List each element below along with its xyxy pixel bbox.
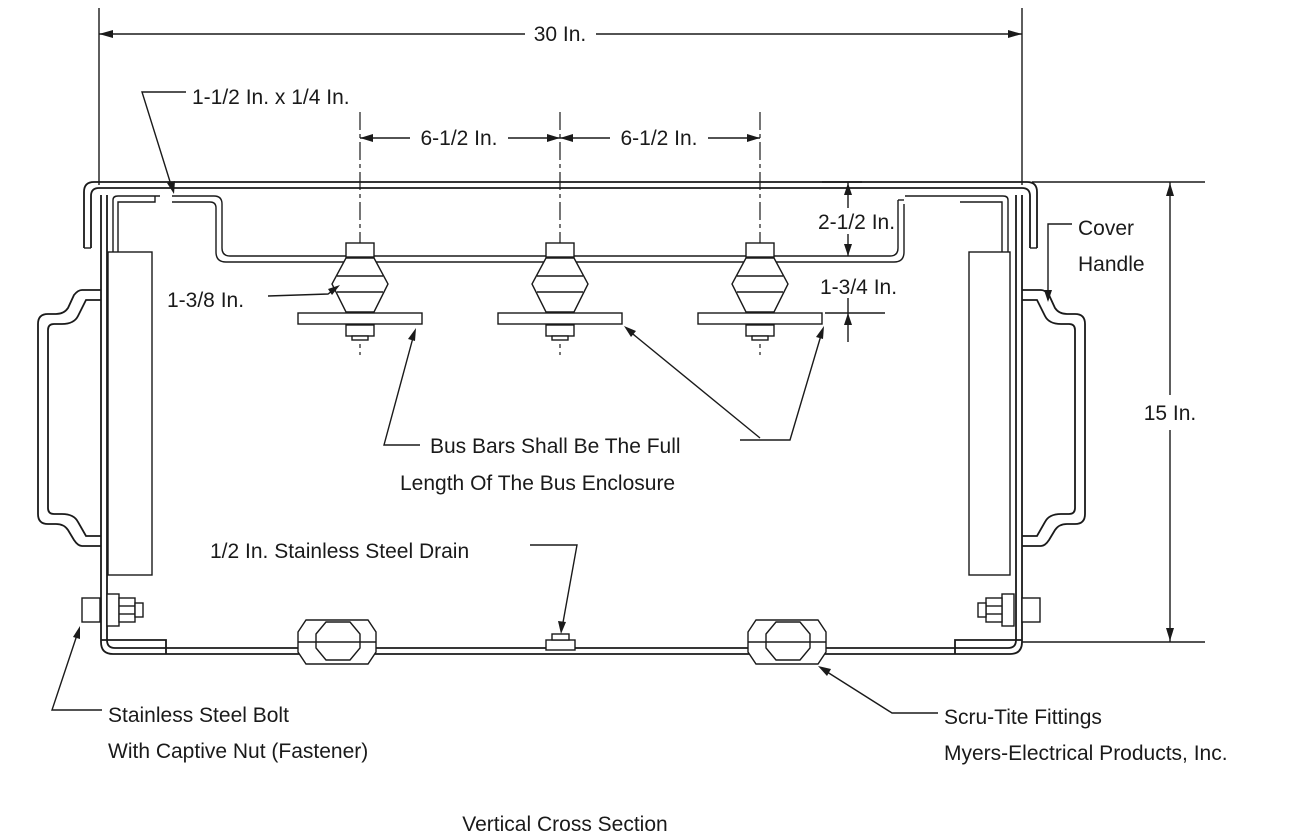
bolt-callout: Stainless Steel Bolt With Captive Nut (F… xyxy=(51,626,368,763)
bus-bars-label-line2: Length Of The Bus Enclosure xyxy=(400,472,675,495)
bolt-label-line1: Stainless Steel Bolt xyxy=(108,704,289,727)
bolt-right xyxy=(977,593,1041,627)
depth-dimension: 2-1/2 In. xyxy=(818,181,895,256)
fitting-left xyxy=(297,619,377,665)
fitting-right xyxy=(747,619,827,665)
bus-bars-callout: Bus Bars Shall Be The Full Length Of The… xyxy=(383,326,824,495)
bar-drop-dimension: 1-3/4 In. xyxy=(820,276,897,342)
insulator-callout: 1-3/8 In. xyxy=(167,285,340,312)
spacing-dimension: 6-1/2 In. 6-1/2 In. xyxy=(360,127,760,150)
lip-callout: 1-1/2 In. x 1/4 In. xyxy=(141,86,350,194)
lip-label: 1-1/2 In. x 1/4 In. xyxy=(192,86,350,109)
bus-bars-label-line1: Bus Bars Shall Be The Full xyxy=(430,435,681,458)
spacing-right-label: 6-1/2 In. xyxy=(620,127,697,150)
insulator-left xyxy=(297,112,423,355)
insulator-center xyxy=(497,112,623,355)
depth-top-label: 2-1/2 In. xyxy=(818,211,895,234)
fittings-label-line1: Scru-Tite Fittings xyxy=(944,706,1102,729)
insulator-label: 1-3/8 In. xyxy=(167,289,244,312)
drain: 1/2 In. Stainless Steel Drain xyxy=(210,540,578,651)
height-label: 15 In. xyxy=(1144,402,1197,425)
width-label: 30 In. xyxy=(534,23,587,46)
cover-handle-label-line2: Handle xyxy=(1078,253,1145,276)
insulator-right xyxy=(697,112,823,355)
height-dimension: 15 In. xyxy=(1022,181,1205,643)
fittings-label-line2: Myers-Electrical Products, Inc. xyxy=(944,742,1228,765)
diagram-caption: Vertical Cross Section xyxy=(462,813,667,836)
cover-handle-label-line1: Cover xyxy=(1078,217,1134,240)
drain-label: 1/2 In. Stainless Steel Drain xyxy=(210,540,469,563)
right-handle xyxy=(1022,289,1086,547)
bus-support-bracket xyxy=(172,195,905,263)
bolt-left xyxy=(81,593,144,627)
width-dimension: 30 In. xyxy=(98,8,1023,185)
fittings-callout: Scru-Tite Fittings Myers-Electrical Prod… xyxy=(818,666,1228,765)
bar-drop-label: 1-3/4 In. xyxy=(820,276,897,299)
left-handle xyxy=(37,289,101,547)
spacing-left-label: 6-1/2 In. xyxy=(420,127,497,150)
bolt-label-line2: With Captive Nut (Fastener) xyxy=(108,740,368,763)
cover-handle-callout: Cover Handle xyxy=(1044,217,1145,302)
